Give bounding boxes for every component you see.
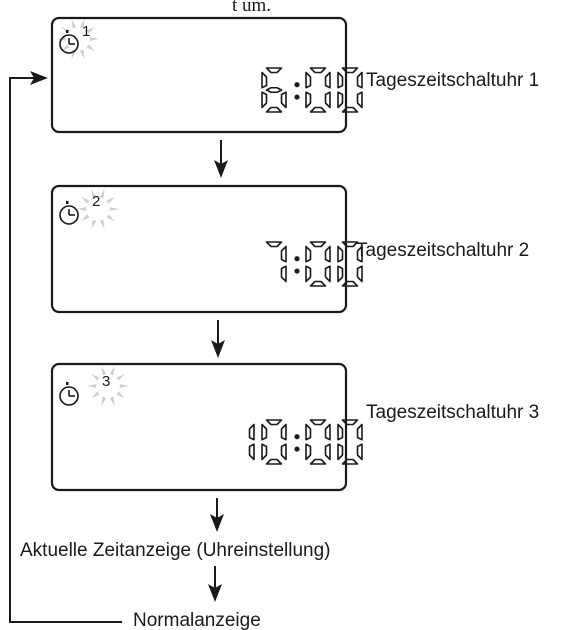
lcd-digit [261,419,287,465]
lcd-digit [337,241,363,287]
timer-slot-number: 2 [92,193,100,210]
lcd-display-3: 3 [50,362,363,492]
clock-timer-icon [59,201,79,225]
colon-dot [294,268,300,274]
return-loop [9,71,122,623]
timer-label-1: Tageszeitschaltuhr 1 [366,70,539,91]
lcd-digit [337,419,363,465]
colon-dot [294,82,300,88]
lcd-digit [305,419,331,465]
lcd-digit [305,241,331,287]
colon-dot [294,94,300,100]
colon-dot [294,446,300,452]
flashing-burst-icon [57,19,99,59]
return-arrow-icon [9,77,122,623]
arrow-down-icon [210,498,224,532]
top-text-fragment: t um. [232,0,271,16]
colon-dot [294,434,300,440]
lcd-digit [248,423,255,461]
colon-dot [294,256,300,262]
lcd-digit [261,67,287,113]
timer-slot-number: 3 [102,373,110,390]
time-readout [248,419,363,465]
lcd-digit [337,67,363,113]
normal-display-step: Normalanzeige [133,610,261,630]
lcd-digit [305,67,331,113]
return-arrowhead-icon [30,71,48,85]
clock-timer-icon [59,30,79,54]
lcd-display-2: 2 [50,184,363,314]
lcd-frame [50,184,348,314]
lcd-frame [50,362,348,492]
timer-label-2: Tageszeitschaltuhr 2 [356,240,529,261]
lcd-digit [265,241,287,283]
clock-timer-icon [59,382,79,406]
lcd-display-1: 1 [50,16,363,134]
current-time-display-step: Aktuelle Zeitanzeige (Uhreinstellung) [20,540,331,561]
time-readout [261,67,363,113]
lcd-frame [50,16,348,134]
timer-label-3: Tageszeitschaltuhr 3 [366,402,539,423]
arrow-down-icon [208,566,222,602]
flashing-burst-icon [87,366,129,406]
flashing-burst-icon [77,189,119,229]
time-readout [265,241,363,287]
arrow-down-icon [211,320,225,358]
arrow-down-icon [214,140,228,178]
timer-slot-number: 1 [82,23,90,40]
